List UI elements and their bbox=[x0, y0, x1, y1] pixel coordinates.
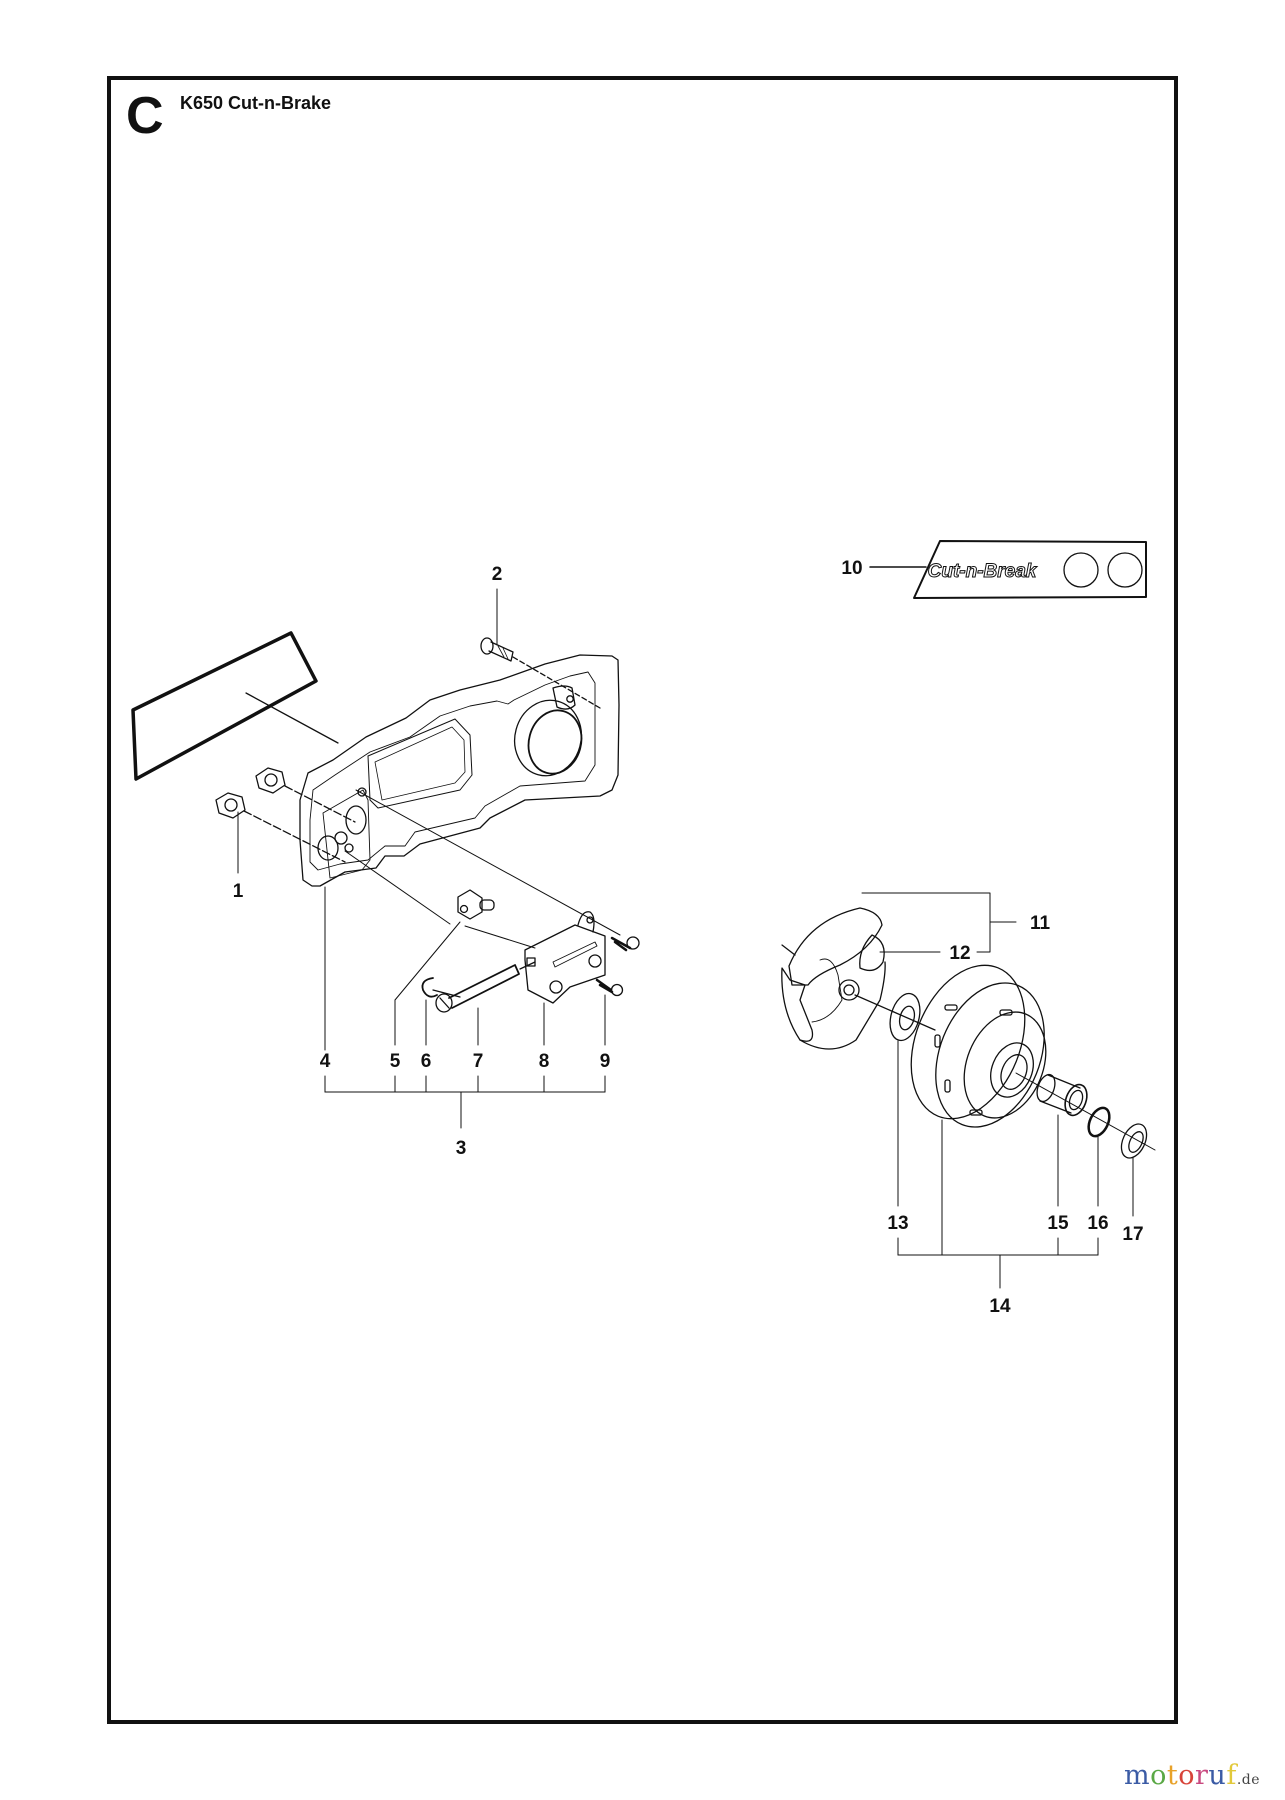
o-ring-part-16 bbox=[1087, 1106, 1111, 1138]
adjuster-screw-part-7 bbox=[435, 961, 536, 1013]
needle-bearing-part-15 bbox=[1036, 1073, 1088, 1117]
callout-6: 6 bbox=[421, 1051, 432, 1072]
callout-10: 10 bbox=[841, 558, 862, 579]
callout-5: 5 bbox=[390, 1051, 401, 1072]
screw-part-9 bbox=[595, 936, 640, 997]
section-letter: C bbox=[126, 87, 164, 145]
page-title: K650 Cut-n-Brake bbox=[180, 93, 332, 113]
watermark-letter: f bbox=[1226, 1760, 1237, 1791]
diagram-frame bbox=[107, 76, 1178, 1724]
callout-3: 3 bbox=[456, 1138, 467, 1159]
callout-17: 17 bbox=[1122, 1224, 1143, 1245]
clutch-cover bbox=[299, 654, 620, 887]
tensioner-body-part-8 bbox=[524, 911, 606, 1004]
clutch-shoes-part-11 bbox=[781, 907, 936, 1050]
callout-1: 1 bbox=[233, 881, 244, 902]
watermark-letter: t bbox=[1166, 1760, 1179, 1791]
decal-text: Cut-n-Break bbox=[928, 561, 1038, 582]
callout-9: 9 bbox=[600, 1051, 611, 1072]
watermark-letter: u bbox=[1208, 1760, 1227, 1791]
watermark-letter: r bbox=[1195, 1760, 1209, 1791]
callout-7: 7 bbox=[473, 1051, 484, 1072]
callout-8: 8 bbox=[539, 1051, 550, 1072]
watermark-letter: o bbox=[1150, 1760, 1167, 1791]
callout-2: 2 bbox=[492, 564, 503, 585]
bolt-part-2 bbox=[480, 637, 601, 709]
decal-part-10 bbox=[913, 540, 1147, 599]
callout-16: 16 bbox=[1087, 1213, 1108, 1234]
callout-13: 13 bbox=[887, 1213, 908, 1234]
c-clip-part-6 bbox=[421, 977, 461, 998]
watermark-letter: m bbox=[1124, 1760, 1151, 1791]
blank-label-plate bbox=[131, 631, 339, 781]
clutch-drum bbox=[910, 964, 1047, 1128]
nut-part-1 bbox=[215, 767, 356, 863]
tensioner-nut-part-5 bbox=[457, 889, 495, 920]
watermark-logo: motoruf.de bbox=[1124, 1760, 1260, 1791]
washer-part-17 bbox=[1120, 1123, 1148, 1159]
watermark-tld: .de bbox=[1236, 1772, 1261, 1788]
callout-15: 15 bbox=[1047, 1213, 1069, 1234]
callout-12: 12 bbox=[949, 943, 970, 964]
callout-11: 11 bbox=[1030, 913, 1051, 934]
callout-14: 14 bbox=[989, 1296, 1011, 1317]
callout-4: 4 bbox=[320, 1051, 331, 1072]
washer-part-13 bbox=[889, 992, 921, 1042]
watermark-letter: o bbox=[1178, 1760, 1195, 1791]
